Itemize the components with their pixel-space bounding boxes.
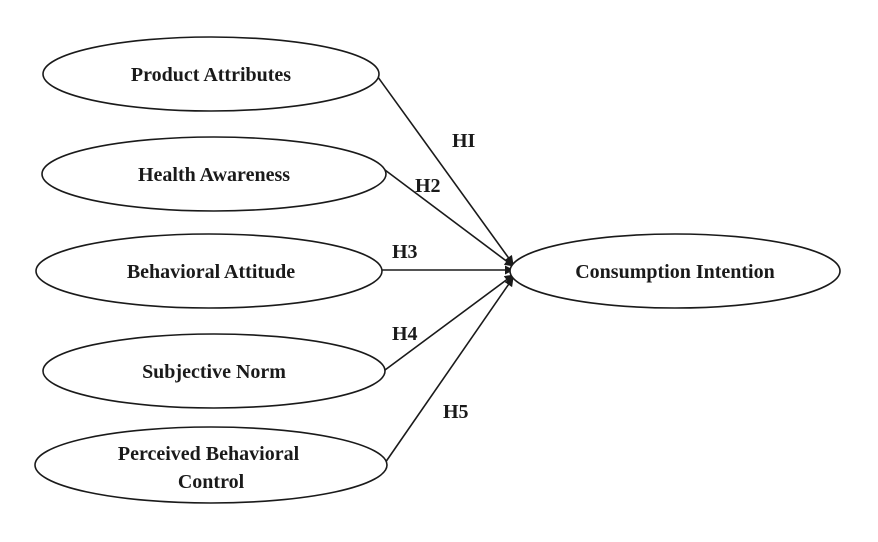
node-ellipse	[34, 426, 388, 504]
node-ellipse	[41, 136, 387, 212]
node-label-line-1: Perceived Behavioral	[118, 443, 300, 465]
node-behavioral-attitude: Behavioral Attitude	[35, 233, 383, 309]
edge-labels: HI H2 H3 H4 H5	[392, 130, 476, 423]
node-label-line-2: Control	[178, 471, 245, 493]
hypothesis-label-h2: H2	[415, 175, 441, 197]
node-perceived-behavioral-control: Perceived Behavioral Control	[34, 426, 388, 504]
hypothesis-label-h4: H4	[392, 323, 418, 345]
node-label-product-attributes: Product Attributes	[131, 64, 291, 86]
node-ellipse	[35, 233, 383, 309]
hypothesis-label-h5: H5	[443, 401, 469, 423]
node-health-awareness: Health Awareness	[41, 136, 387, 212]
node-ellipse	[509, 233, 841, 309]
node-product-attributes: Product Attributes	[42, 36, 380, 112]
node-label-behavioral-attitude: Behavioral Attitude	[127, 261, 295, 283]
node-label-perceived-behavioral-control: Perceived Behavioral Control	[118, 443, 304, 493]
node-label-subjective-norm: Subjective Norm	[142, 361, 286, 383]
node-ellipse	[42, 36, 380, 112]
edge-norm-to-intention	[384, 274, 514, 371]
node-ellipse	[42, 333, 386, 409]
hypothesis-label-h3: H3	[392, 241, 418, 263]
edges	[374, 72, 514, 464]
node-label-health-awareness: Health Awareness	[138, 164, 290, 186]
edge-control-to-intention	[384, 277, 514, 464]
edge-health-to-intention	[384, 169, 514, 267]
node-subjective-norm: Subjective Norm	[42, 333, 386, 409]
node-consumption-intention: Consumption Intention	[509, 233, 841, 309]
node-label-consumption-intention: Consumption Intention	[575, 261, 775, 283]
edge-product-to-intention	[374, 72, 514, 265]
hypothesis-label-h1: HI	[452, 130, 476, 152]
